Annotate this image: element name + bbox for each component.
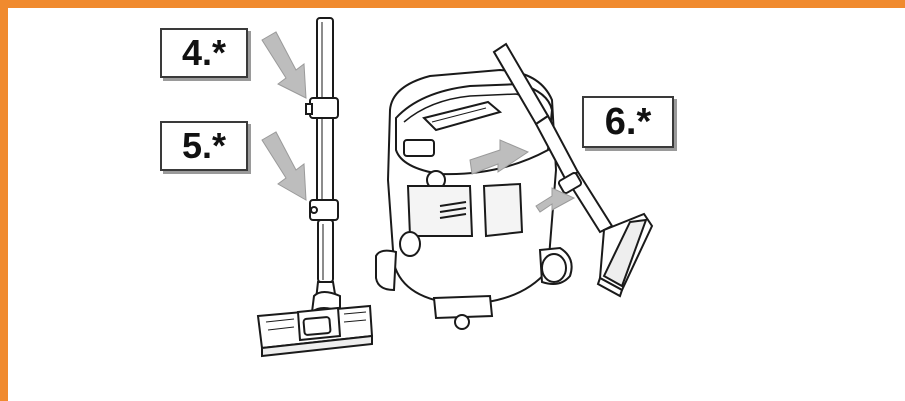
step-label-6: 6.*	[582, 96, 674, 148]
vacuum-cleaner-illustration	[375, 42, 654, 330]
pointer-arrow-6a-icon	[469, 139, 530, 175]
step-label-5: 5.*	[160, 121, 248, 171]
pointer-arrow-5-icon	[261, 131, 307, 201]
pointer-arrow-6b-icon	[535, 187, 576, 213]
step-label-4: 4.*	[160, 28, 248, 78]
pointer-arrow-4-icon	[261, 31, 307, 99]
suction-wand-illustration	[256, 17, 374, 358]
